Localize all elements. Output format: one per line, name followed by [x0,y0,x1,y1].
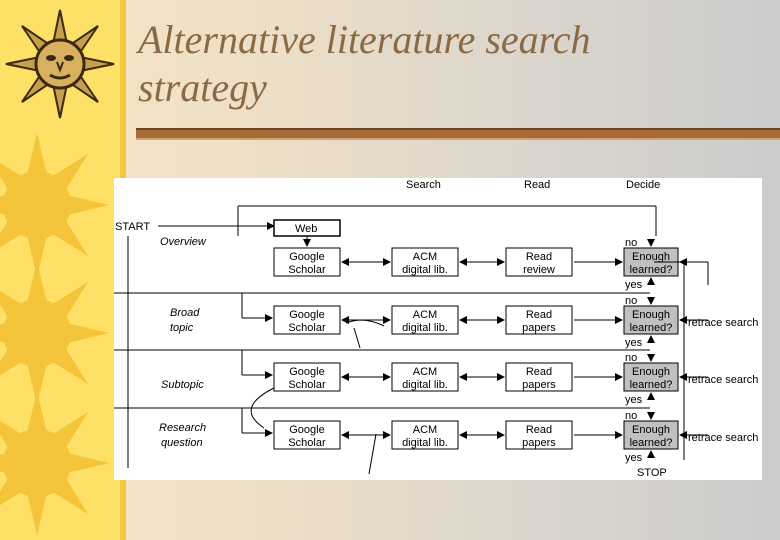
sun-icon [0,388,112,538]
stage-broad-line1: Broad [170,307,200,319]
flowchart-canvas: Search Read Decide START Overview Broad … [114,178,762,480]
google-scholar-box-line2: Scholar [288,379,326,391]
acm-digital-lib-box-line1: ACM [413,309,437,321]
header-search: Search [406,179,441,191]
acm-digital-lib-box-line1: ACM [413,251,437,263]
retrace-search-label: retrace search [688,317,758,329]
stage-subtopic: Subtopic [161,379,204,391]
enough-learned-box-line2: learned? [630,379,673,391]
read-box-line2: papers [522,437,556,449]
yes-label: yes [625,279,643,291]
read-box-line1: Read [526,251,552,263]
no-label: no [625,410,637,422]
stage-research-line2: question [161,437,203,449]
read-box-line1: Read [526,309,552,321]
acm-digital-lib-box-line2: digital lib. [402,379,448,391]
acm-digital-lib-box-line2: digital lib. [402,322,448,334]
read-box-line2: papers [522,322,556,334]
acm-digital-lib-box-line1: ACM [413,424,437,436]
read-box-line2: review [523,264,555,276]
no-label: no [625,352,637,364]
stop-label: STOP [637,467,667,479]
read-box-line1: Read [526,366,552,378]
google-scholar-box-line2: Scholar [288,264,326,276]
stage-research-line1: Research [159,422,206,434]
retrace-search-label: retrace search [688,374,758,386]
no-label: no [625,295,637,307]
title-underline [136,128,780,140]
stage-broad-line2: topic [170,322,194,334]
google-scholar-box-line2: Scholar [288,322,326,334]
read-box-line1: Read [526,424,552,436]
enough-learned-box-line2: learned? [630,264,673,276]
enough-learned-box-line2: learned? [630,322,673,334]
sun-face-icon [4,8,116,120]
acm-digital-lib-box-line2: digital lib. [402,264,448,276]
google-scholar-box-line1: Google [289,309,324,321]
slide-title-line-1: Alternative literature search [138,17,590,62]
acm-digital-lib-box-line1: ACM [413,366,437,378]
search-strategy-flowchart: Search Read Decide START Overview Broad … [114,178,762,480]
yes-label: yes [625,394,643,406]
start-label: START [115,221,150,233]
enough-learned-box-line1: Enough [632,309,670,321]
read-box-line2: papers [522,379,556,391]
yes-label: yes [625,337,643,349]
sun-icon [0,258,112,408]
google-scholar-box-line1: Google [289,424,324,436]
enough-learned-box-line1: Enough [632,251,670,263]
no-label: no [625,237,637,249]
google-scholar-box-line2: Scholar [288,437,326,449]
stage-overview: Overview [160,236,207,248]
google-scholar-box-line1: Google [289,251,324,263]
enough-learned-box-line1: Enough [632,424,670,436]
web-label: Web [295,223,317,235]
acm-digital-lib-box-line2: digital lib. [402,437,448,449]
slide-title-line-2: strategy [138,65,267,110]
slide-title: Alternative literature search strategy [138,16,758,112]
yes-label: yes [625,452,643,464]
header-decide: Decide [626,179,660,191]
enough-learned-box-line2: learned? [630,437,673,449]
header-read: Read [524,179,550,191]
google-scholar-box-line1: Google [289,366,324,378]
retrace-search-label: retrace search [688,432,758,444]
enough-learned-box-line1: Enough [632,366,670,378]
